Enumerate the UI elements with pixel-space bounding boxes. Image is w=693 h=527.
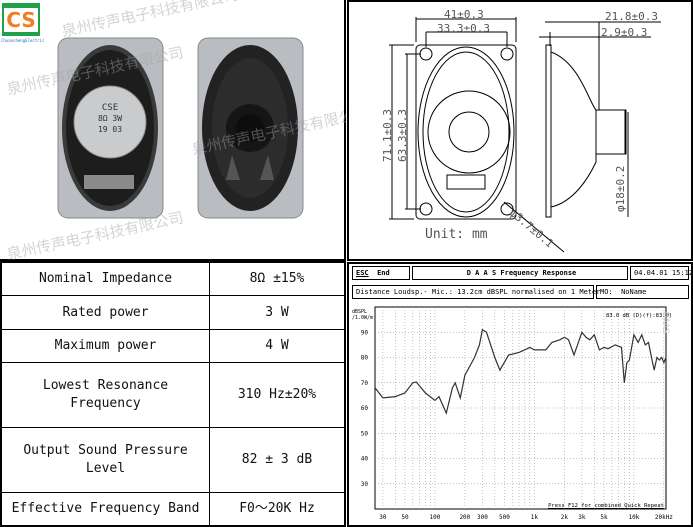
x-tick-label: 20kHz bbox=[655, 514, 673, 521]
product-photo: CS ChuanshengElectric CSE 8Ω 3W 19 03 泉州… bbox=[0, 0, 370, 264]
plot-area: 30 40 50 60 70 80 90 30 50 100 200 300 500 1k 2k 3k 5k 10… bbox=[352, 306, 673, 521]
y-tick-label: 80 bbox=[361, 355, 369, 362]
dim-depth: 21.8±0.3 bbox=[605, 10, 658, 23]
x-tick-label: 200 bbox=[459, 514, 470, 521]
x-tick-label: 30 bbox=[379, 514, 387, 521]
frequency-response-chart: ESC End D A A S Frequency Response 04.04… bbox=[347, 262, 693, 527]
x-tick-label: 5k bbox=[600, 514, 608, 521]
measurement-info: Distance Loudsp.- Mic.: 13.2cm dBSPL nor… bbox=[352, 285, 600, 299]
y-tick-label: 40 bbox=[361, 456, 369, 463]
dim-width: 41±0.3 bbox=[444, 8, 484, 21]
x-tick-label: 1k bbox=[531, 514, 539, 521]
svg-text:19 03: 19 03 bbox=[98, 125, 122, 134]
plot-frame bbox=[374, 306, 667, 510]
y-tick-label: 30 bbox=[361, 481, 369, 488]
dim-flange: 2.9±0.3 bbox=[601, 26, 647, 39]
company-logo: CS bbox=[2, 3, 40, 36]
dim-height: 71.1±0.3 bbox=[381, 109, 394, 162]
x-tick-label: 100 bbox=[429, 514, 440, 521]
logo-subtext: ChuanshengElectric bbox=[1, 38, 45, 43]
esc-end-box[interactable]: ESC End bbox=[352, 266, 410, 280]
datetime: 04.04.01 15:12 bbox=[630, 266, 693, 280]
dim-hole-spacing-x: 33.3±0.3 bbox=[437, 22, 490, 35]
chart-title: D A A S Frequency Response bbox=[412, 266, 628, 280]
y-tick-label: 90 bbox=[361, 329, 369, 336]
dim-hole-spacing-y: 63.3±0.3 bbox=[396, 109, 409, 162]
svg-text:CSE: CSE bbox=[102, 103, 118, 113]
dim-hole: φ3.7±0.1 bbox=[507, 206, 556, 250]
readout: 83.0 dB (D)(f):83.0) bbox=[606, 313, 672, 319]
x-tick-label: 10k bbox=[629, 514, 640, 521]
x-tick-label: 50 bbox=[401, 514, 409, 521]
series-line bbox=[374, 328, 667, 415]
footer-hint: Press F12 for combined Quick Repeat bbox=[548, 503, 664, 509]
y-tick-label: 60 bbox=[361, 405, 369, 412]
svg-text:8Ω 3W: 8Ω 3W bbox=[98, 114, 122, 123]
y-axis-label: dBSPL bbox=[352, 309, 367, 315]
unit-label: Unit: mm bbox=[425, 227, 488, 242]
x-tick-label: 500 bbox=[499, 514, 510, 521]
dimension-drawing: 41±0.3 33.3±0.3 21.8±0.3 2.9±0.3 71.1±0.… bbox=[347, 0, 693, 261]
dim-magnet: φ18±0.2 bbox=[614, 166, 627, 212]
x-tick-label: 3k bbox=[578, 514, 586, 521]
name-box: MO: NoName bbox=[596, 285, 689, 299]
y-tick-label: 70 bbox=[361, 380, 369, 387]
brand-watermark: DAAS bbox=[660, 312, 670, 334]
x-tick-label: 2k bbox=[561, 514, 569, 521]
x-tick-label: 300 bbox=[477, 514, 488, 521]
y-axis-label: /1.0W/m bbox=[352, 315, 373, 321]
y-tick-label: 50 bbox=[361, 430, 369, 437]
speaker-photos: CSE 8Ω 3W 19 03 bbox=[57, 37, 304, 219]
